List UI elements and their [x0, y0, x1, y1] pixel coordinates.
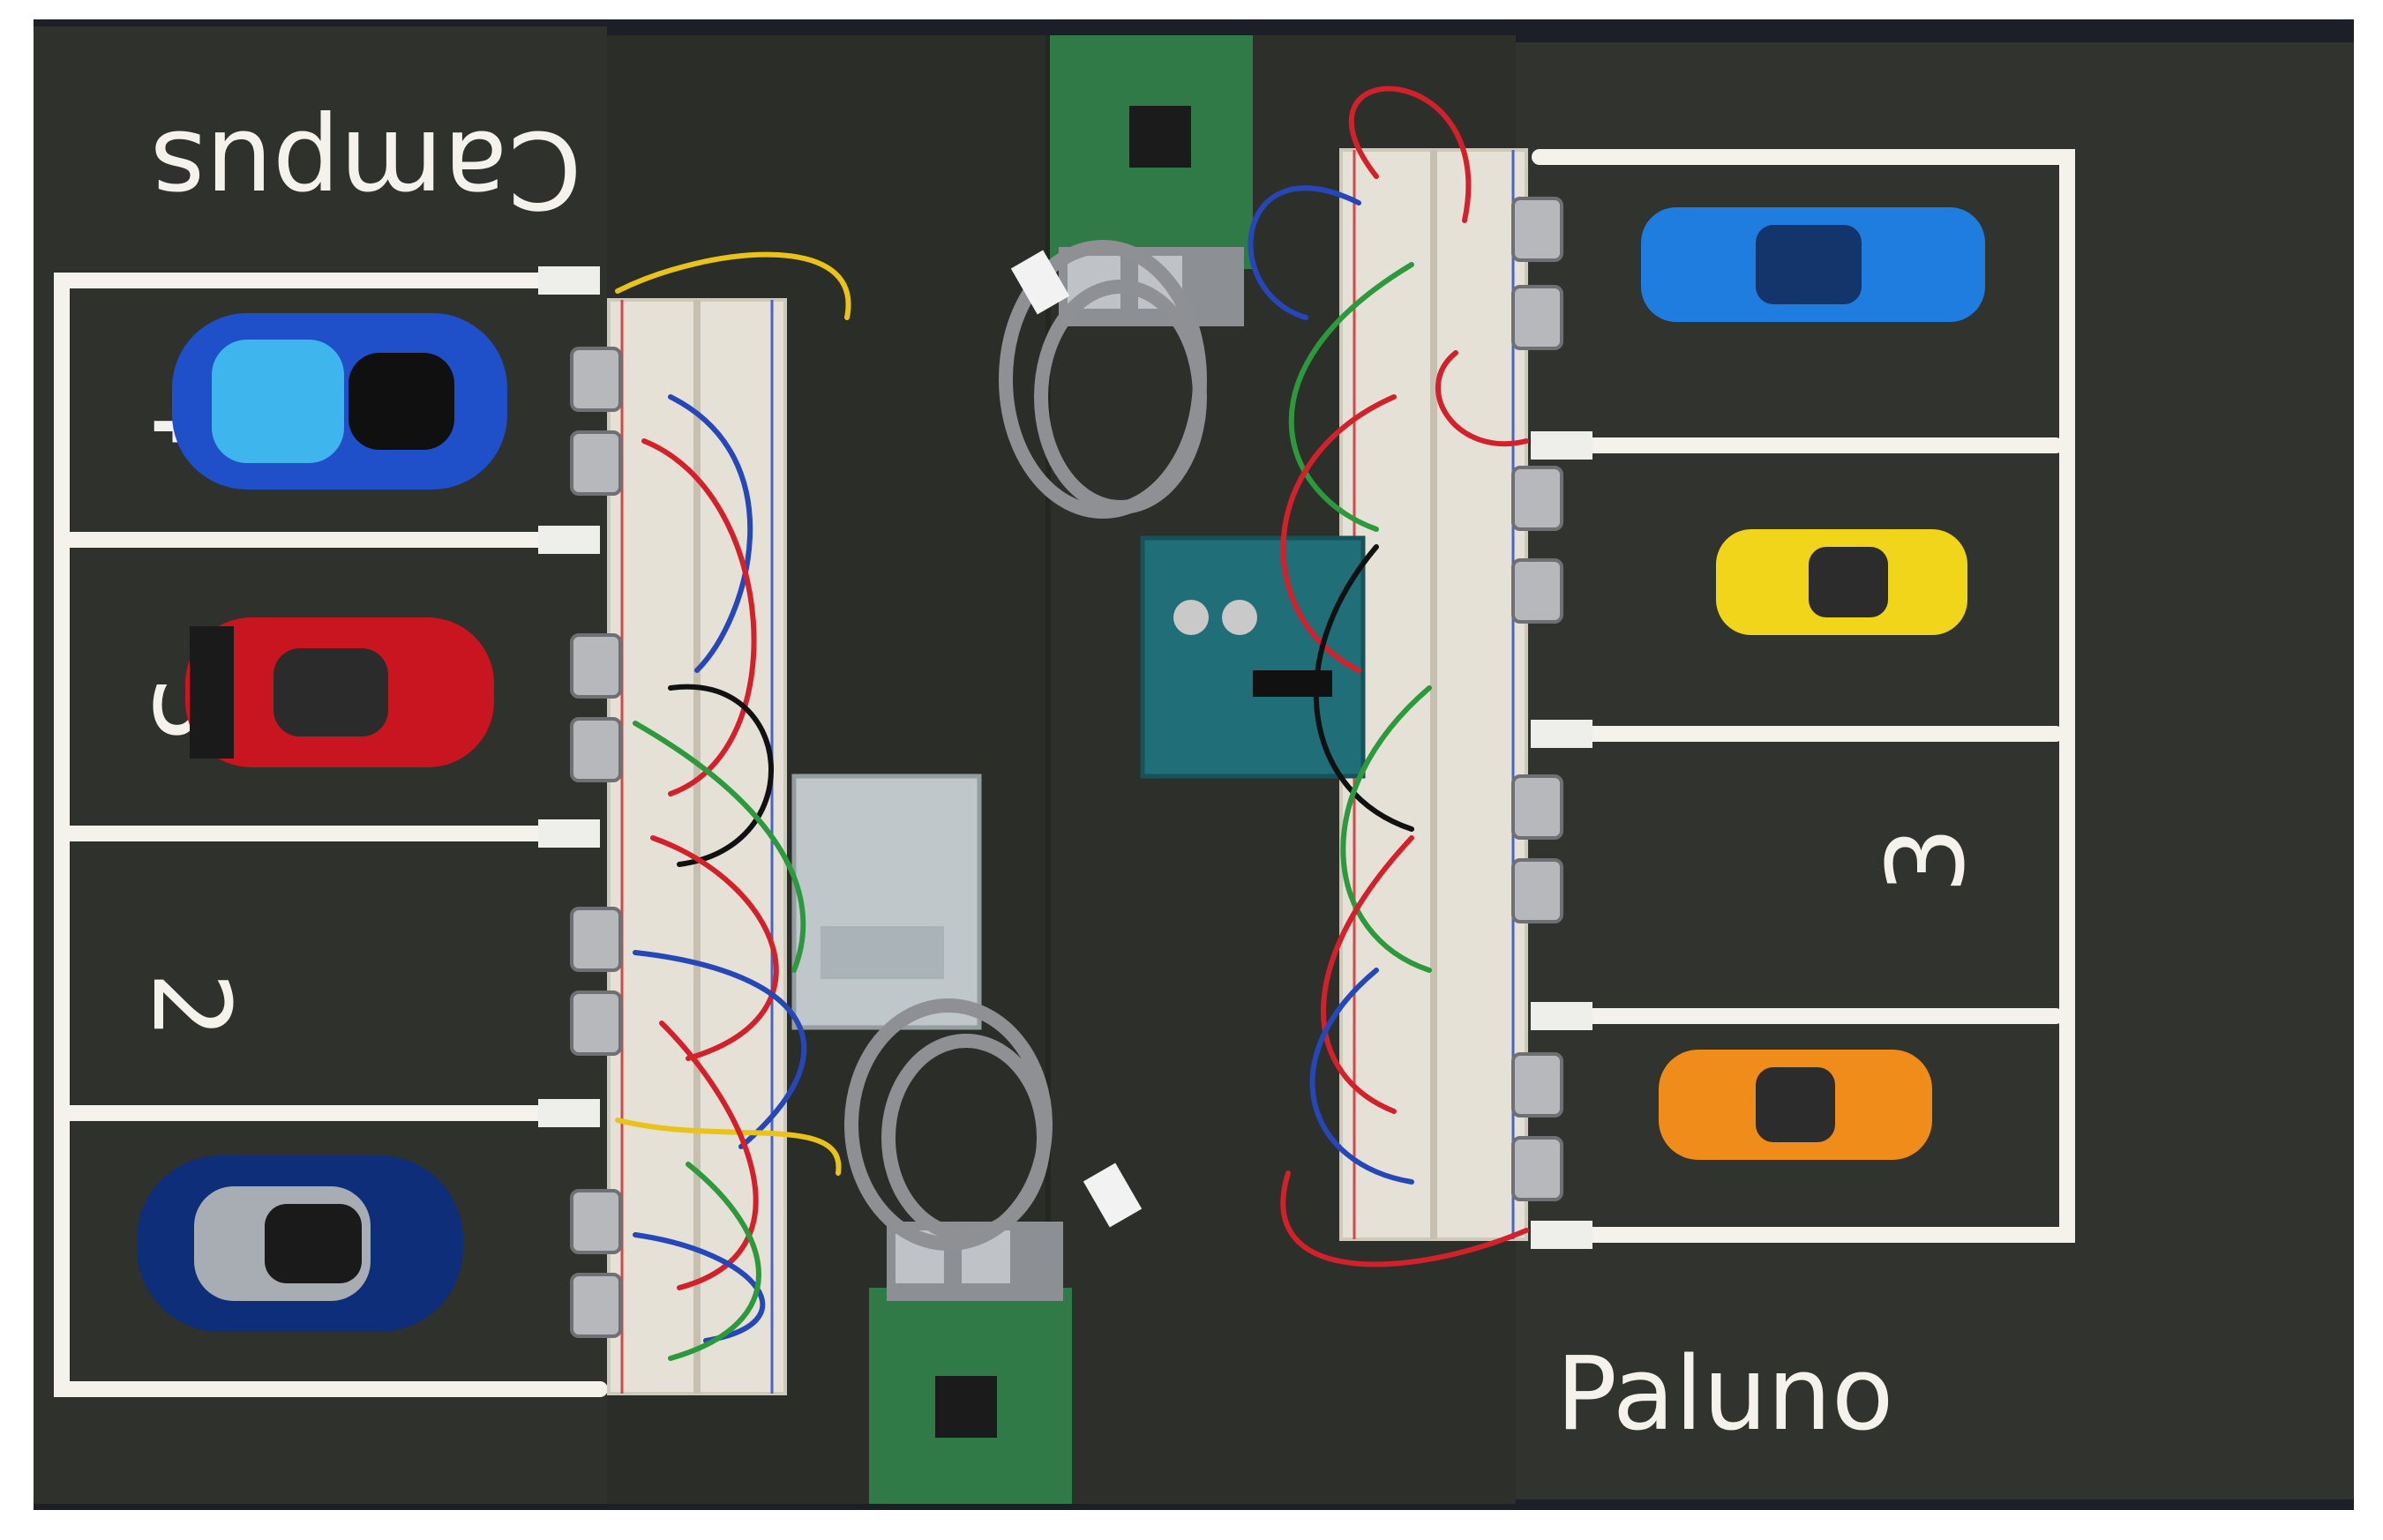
- arduino-icon: [791, 774, 982, 1030]
- right-lot-markings: [1532, 149, 2075, 1243]
- breadboard-icon: [607, 298, 787, 1395]
- raspberry-pi-icon: [869, 1222, 1072, 1504]
- raspberry-pi-icon: [1050, 35, 1253, 326]
- toy-car-icon: [1659, 1050, 1932, 1160]
- right-spot-number-2: 3: [1866, 826, 1989, 893]
- breadboard-icon: [1339, 148, 1528, 1241]
- jumper-wires-left: [615, 251, 851, 1361]
- toy-car-icon: [137, 1155, 463, 1332]
- left-lot-label: Campus: [151, 107, 582, 229]
- usb-cable-icon: [844, 240, 1207, 1251]
- cable-tie: [1083, 1162, 1143, 1228]
- toy-car-icon: [1641, 207, 1985, 322]
- left-lot-markings: [54, 273, 608, 1397]
- jumper-wires-right: [1248, 86, 1529, 1267]
- toy-car-icon: [172, 313, 507, 490]
- ultrasonic-sensor-icon: [570, 347, 622, 1338]
- arduino-icon: [1140, 535, 1366, 779]
- left-spot-number-3: 2: [129, 972, 251, 1039]
- tape-tabs: [538, 266, 1592, 1249]
- ultrasonic-sensor-icon: [1511, 197, 1563, 1201]
- toy-car-icon: [1716, 529, 1967, 635]
- toy-car-icon: [185, 617, 494, 767]
- right-lot-label: Paluno: [1556, 1335, 1894, 1454]
- cable-tie: [1010, 250, 1070, 315]
